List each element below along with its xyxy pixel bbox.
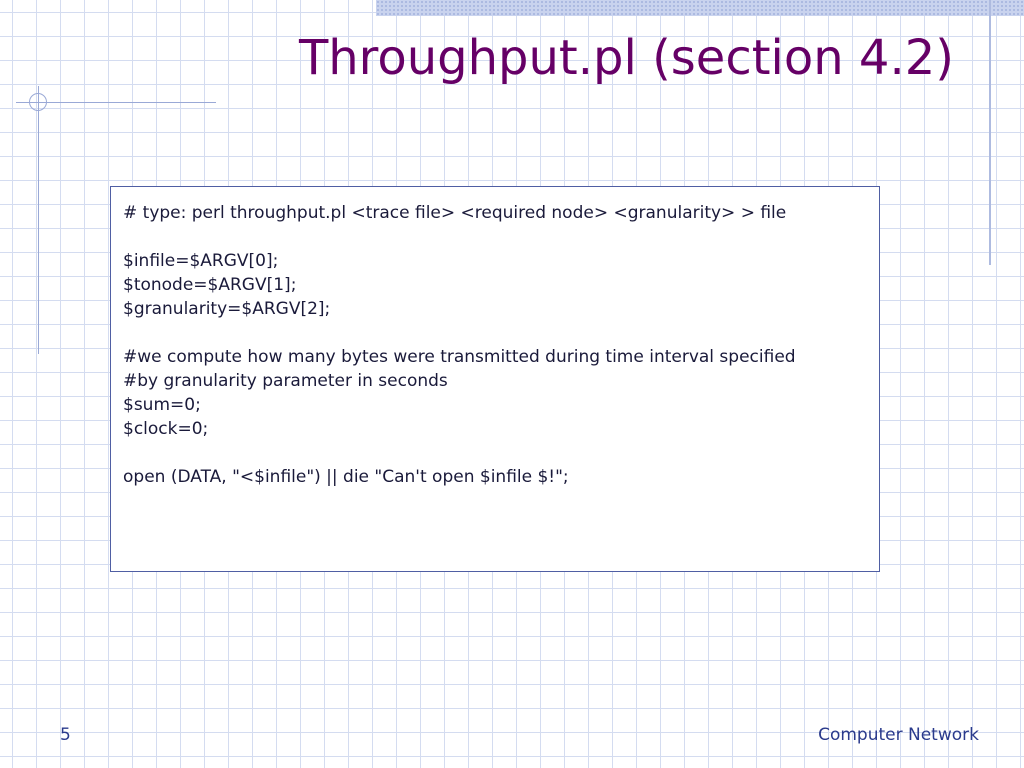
footer-course-name: Computer Network: [818, 725, 979, 745]
slide-title: Throughput.pl (section 4.2): [298, 30, 954, 86]
left-decorative-rule: [38, 86, 39, 354]
code-box: # type: perl throughput.pl <trace file> …: [110, 186, 880, 572]
code-line-blank: [123, 441, 879, 465]
code-line-sum: $sum=0;: [123, 395, 201, 415]
top-decorative-band: [376, 0, 1024, 16]
code-line-comment-1: #we compute how many bytes were transmit…: [123, 347, 796, 367]
code-line-tonode: $tonode=$ARGV[1];: [123, 275, 297, 295]
code-line-open: open (DATA, "<$infile") || die "Can't op…: [123, 467, 569, 487]
code-line-blank: [123, 321, 879, 345]
crosshair-circle-icon: [29, 93, 47, 111]
right-decorative-rule: [989, 0, 991, 265]
code-line-usage: # type: perl throughput.pl <trace file> …: [123, 203, 787, 223]
title-underline-rule: [16, 102, 216, 103]
code-line-infile: $infile=$ARGV[0];: [123, 251, 279, 271]
code-line-clock: $clock=0;: [123, 419, 209, 439]
page-number: 5: [60, 725, 71, 745]
code-line-comment-2: #by granularity parameter in seconds: [123, 371, 448, 391]
code-line-blank: [123, 225, 879, 249]
code-line-granularity: $granularity=$ARGV[2];: [123, 299, 331, 319]
